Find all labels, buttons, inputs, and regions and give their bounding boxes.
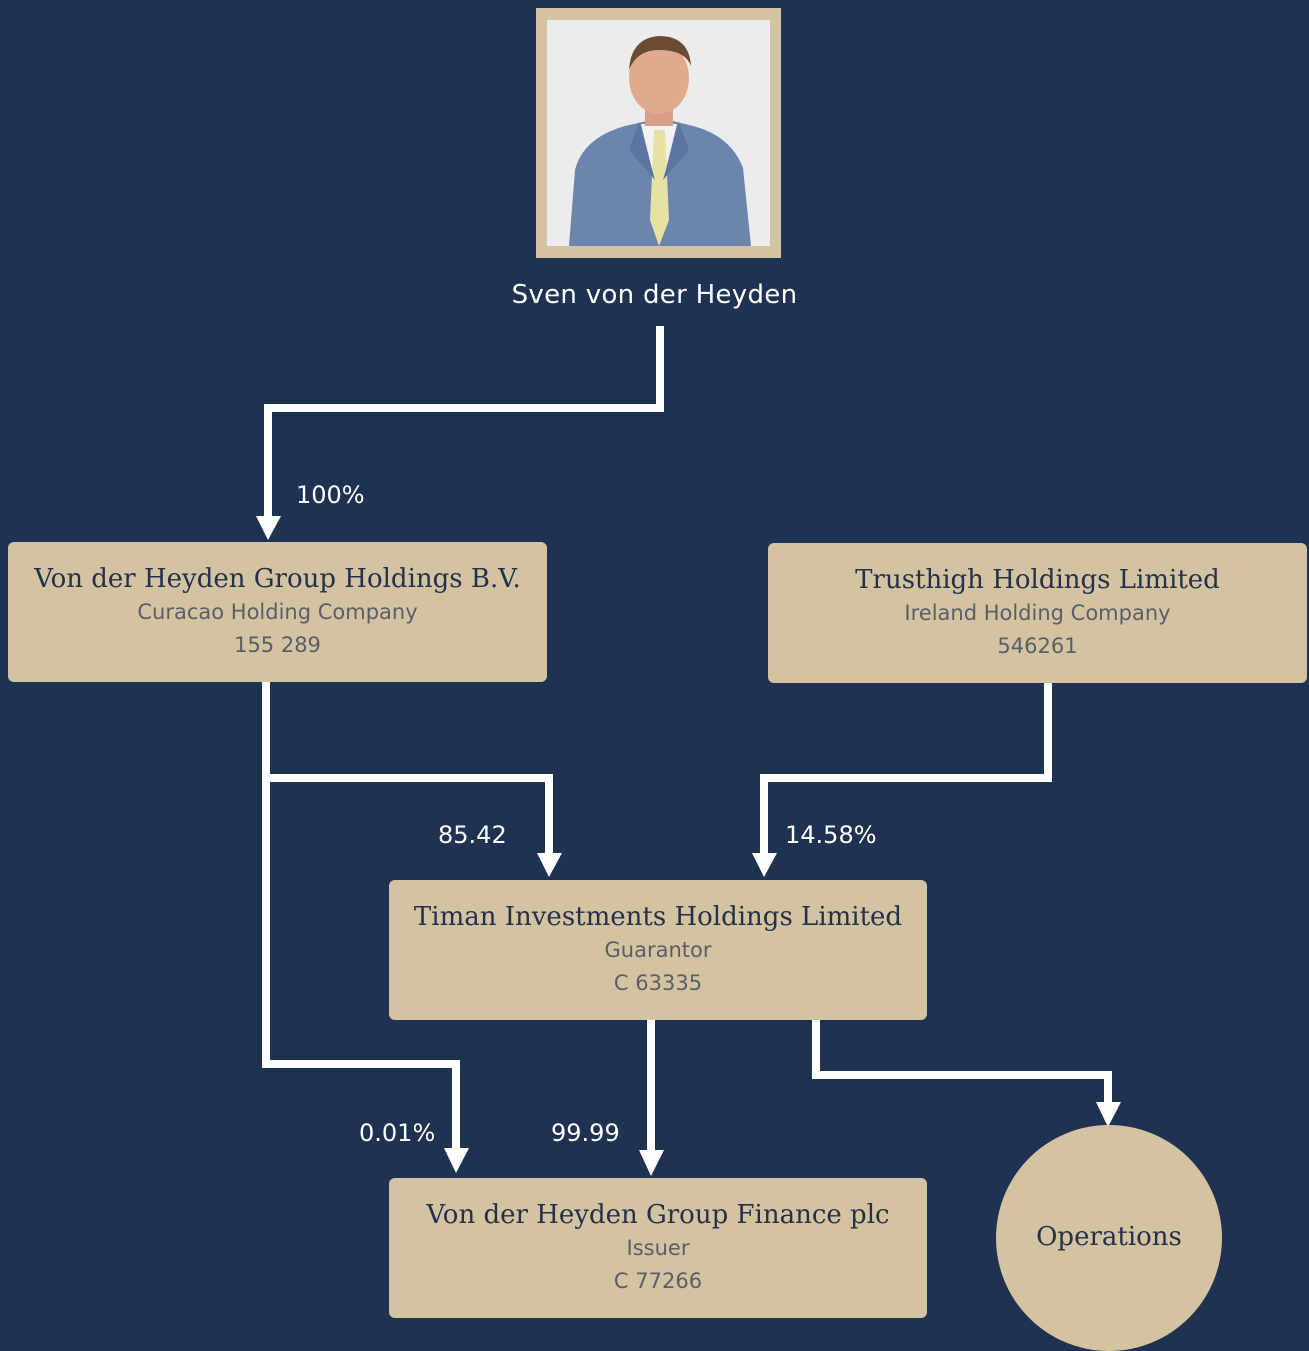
arrowhead-finance-center (639, 1150, 664, 1176)
connector-trusthigh-timan (760, 682, 1052, 855)
arrowhead-holdings (256, 516, 281, 540)
entity-box-finance: Von der Heyden Group Finance plc Issuer … (389, 1178, 927, 1318)
entity-registration: C 77266 (613, 1269, 703, 1293)
entity-role: Curacao Holding Company (137, 600, 418, 624)
entity-name: Von der Heyden Group Holdings B.V. (34, 564, 521, 594)
arrowhead-timan-right (752, 853, 777, 877)
portrait-frame (536, 8, 781, 258)
ownership-holdings-finance: 0.01% (359, 1119, 436, 1147)
entity-registration: 546261 (997, 634, 1078, 658)
arrowhead-timan-left (537, 853, 562, 877)
connector-person-holdings (264, 326, 664, 518)
entity-box-timan: Timan Investments Holdings Limited Guara… (389, 880, 927, 1020)
entity-role: Issuer (626, 1236, 690, 1260)
entity-name: Von der Heyden Group Finance plc (426, 1200, 890, 1230)
operations-label: Operations (1036, 1222, 1182, 1252)
arrowhead-finance-left (444, 1148, 469, 1173)
entity-registration: 155 289 (234, 633, 321, 657)
entity-name: Timan Investments Holdings Limited (413, 902, 903, 932)
entity-registration: C 63335 (613, 971, 703, 995)
entity-name: Trusthigh Holdings Limited (855, 565, 1220, 595)
person-name: Sven von der Heyden (511, 280, 798, 310)
person-silhouette (547, 20, 770, 246)
ownership-holdings-timan: 85.42 (438, 821, 507, 849)
operations-circle: Operations (996, 1125, 1222, 1351)
entity-role: Ireland Holding Company (904, 601, 1171, 625)
arrowhead-operations (1096, 1102, 1121, 1127)
entity-box-vdh-holdings: Von der Heyden Group Holdings B.V. Curac… (8, 542, 547, 682)
ownership-trusthigh-timan: 14.58% (785, 821, 877, 849)
portrait-photo (547, 20, 770, 246)
connector-timan-operations (812, 1020, 1112, 1104)
entity-role: Guarantor (604, 938, 712, 962)
entity-box-trusthigh: Trusthigh Holdings Limited Ireland Holdi… (768, 543, 1307, 683)
connector-holdings-finance (262, 682, 460, 1150)
ownership-person-holdings: 100% (296, 481, 365, 509)
ownership-timan-finance: 99.99 (551, 1119, 620, 1147)
